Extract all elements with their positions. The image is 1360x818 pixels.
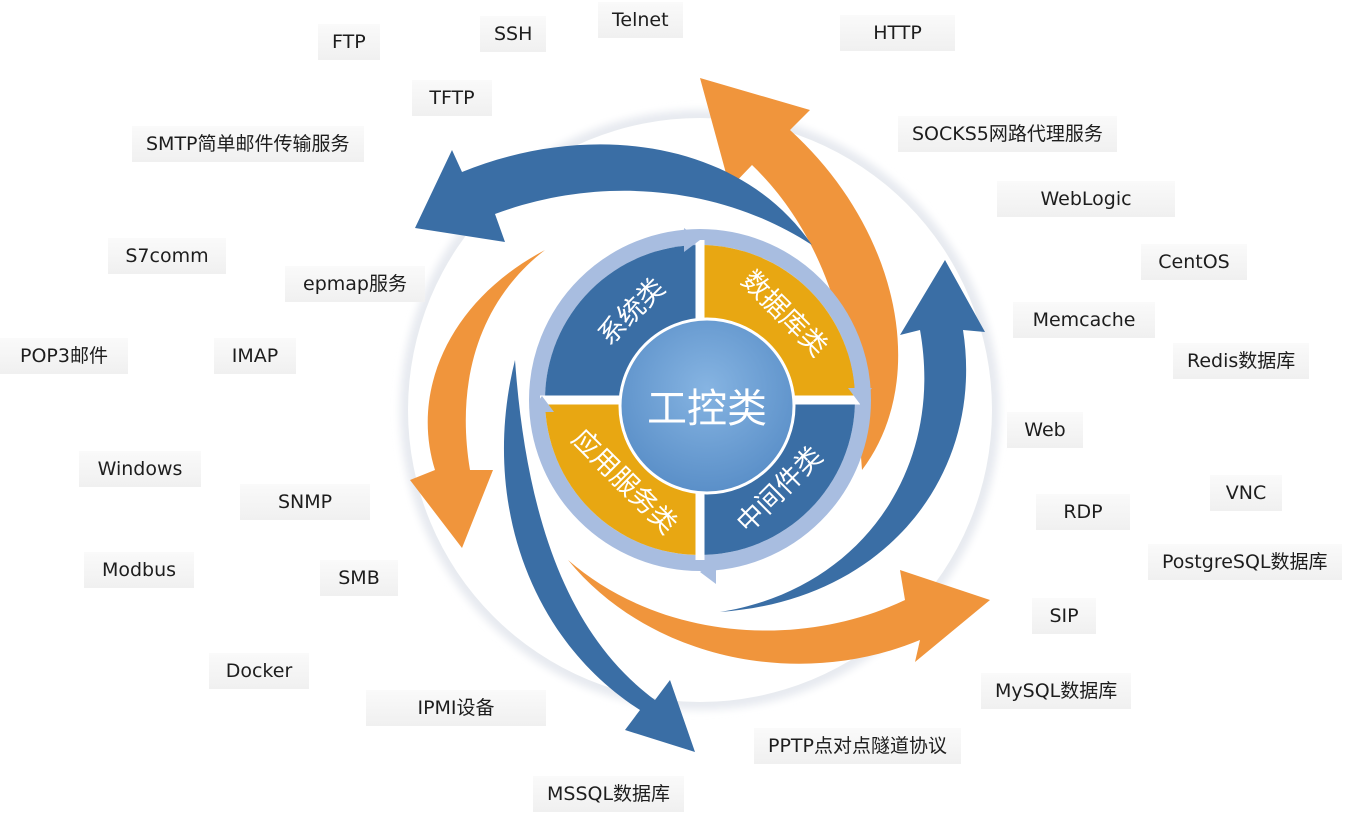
protocol-tag: MySQL数据库 — [981, 673, 1132, 709]
protocol-tag: WebLogic — [997, 181, 1175, 217]
protocol-tag: TFTP — [412, 80, 492, 116]
protocol-tag: SMB — [320, 560, 398, 596]
protocol-tag: HTTP — [840, 15, 955, 51]
swirl-arrow-blue-bottom — [503, 360, 695, 752]
swirl-arrow-orange-left — [410, 250, 545, 548]
protocol-tag: FTP — [318, 24, 380, 60]
protocol-tag: Telnet — [598, 2, 683, 38]
ring-arrow-left — [530, 396, 554, 412]
protocol-tag: Web — [1007, 412, 1083, 448]
swirl-arrow-orange-top — [700, 78, 899, 470]
protocol-tag: Docker — [209, 653, 309, 689]
protocol-tag: RDP — [1036, 494, 1130, 530]
ring-arrow-bottom — [700, 560, 716, 584]
protocol-tag: IPMI设备 — [366, 690, 546, 726]
protocol-tag: Modbus — [84, 552, 194, 588]
protocol-tag: IMAP — [214, 338, 296, 374]
protocol-tag: SIP — [1032, 598, 1096, 634]
protocol-tag: epmap服务 — [285, 266, 425, 302]
protocol-tag: PPTP点对点隧道协议 — [754, 728, 961, 764]
swirl-arrows — [410, 78, 990, 752]
protocol-tag: S7comm — [108, 238, 226, 274]
protocol-tag: SNMP — [240, 484, 370, 520]
protocol-tag: Redis数据库 — [1173, 343, 1310, 379]
protocol-tag: POP3邮件 — [0, 338, 128, 374]
protocol-tag: SMTP简单邮件传输服务 — [132, 126, 364, 162]
protocol-tag: Windows — [79, 451, 201, 487]
protocol-tag: VNC — [1210, 475, 1282, 511]
center-label: 工控类 — [647, 386, 767, 432]
protocol-tag: SSH — [480, 16, 547, 52]
swirl-arrow-orange-bottom — [568, 560, 990, 664]
protocol-tag: SOCKS5网路代理服务 — [898, 116, 1117, 152]
swirl-arrow-blue-right — [720, 260, 985, 612]
protocol-tag: PostgreSQL数据库 — [1148, 544, 1342, 580]
ring-arrow-top — [684, 228, 700, 252]
protocol-tag: Memcache — [1013, 302, 1155, 338]
ring-arrow-right — [848, 388, 872, 404]
protocol-tag: MSSQL数据库 — [533, 776, 685, 812]
protocol-tag: CentOS — [1141, 244, 1247, 280]
center-circle — [618, 317, 796, 495]
swirl-arrow-blue-top — [415, 144, 812, 245]
